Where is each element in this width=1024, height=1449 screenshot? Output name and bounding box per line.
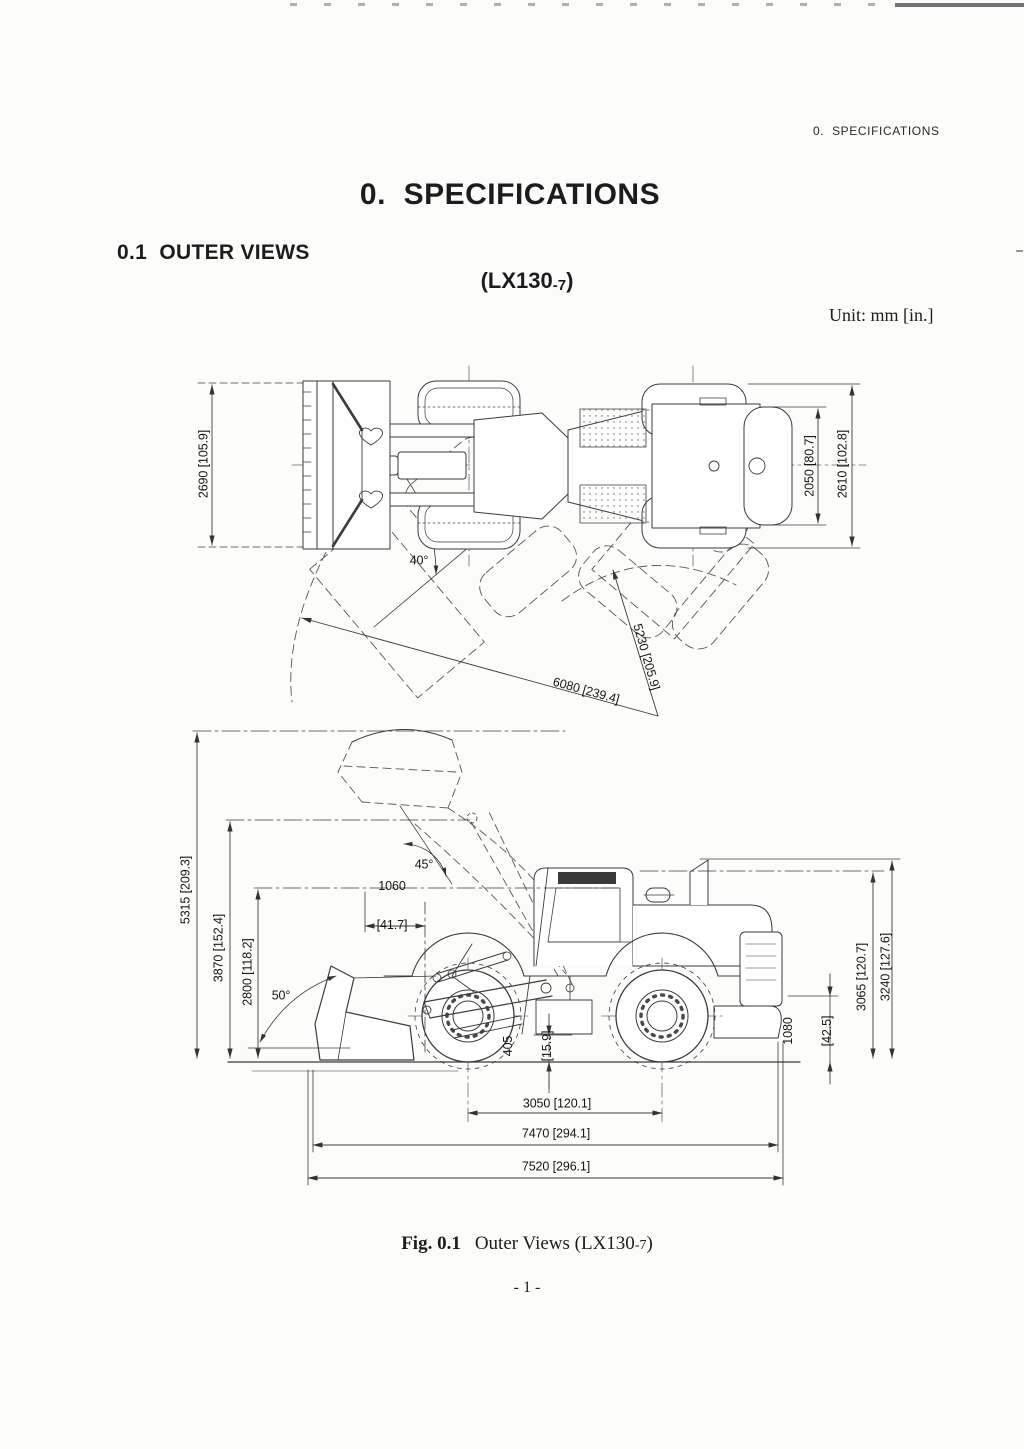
top-view-linework: [197, 365, 867, 717]
dim-dump-reach-mm: 1060: [378, 879, 406, 893]
dim-rollback-angle: 50°: [271, 988, 291, 1003]
running-header: 0. SPECIFICATIONS: [813, 124, 940, 138]
page-title: 0. SPECIFICATIONS: [359, 178, 661, 211]
dim-ground-clearance-mm: 405: [501, 1035, 515, 1057]
dim-max-height: 5315 [209.3]: [178, 855, 193, 925]
figure-caption: Fig. 0.1 Outer Views (LX130-7): [401, 1233, 653, 1255]
dim-wheelbase: 3050 [120.1]: [522, 1096, 592, 1111]
dim-ground-clearance-in: [15.9]: [540, 1030, 554, 1062]
figure-label: Fig. 0.1: [401, 1233, 461, 1254]
dim-bucket-width: 2690 [105.9]: [196, 429, 211, 499]
dim-length-over-bucket: 7470 [294.1]: [521, 1126, 591, 1141]
dim-dump-reach: 1060 [41.7]: [377, 854, 408, 958]
dim-overall-length: 7520 [296.1]: [521, 1159, 591, 1174]
dim-tread-width: 2050 [80.7]: [802, 435, 817, 497]
model-sub: -7: [552, 277, 567, 294]
model-heading: (LX130-7): [481, 268, 574, 294]
model-open: (LX130: [480, 268, 553, 293]
dim-rear-clearance-mm: 1080: [781, 1017, 795, 1045]
dim-hinge-pin-height: 3870 [152.4]: [211, 913, 226, 983]
figure-caption-sub: -7: [634, 1238, 647, 1253]
section-heading: 0.1 OUTER VIEWS: [117, 241, 310, 264]
figure-caption-close: ): [646, 1233, 653, 1254]
model-close: ): [566, 268, 574, 293]
unit-note: Unit: mm [in.]: [829, 305, 934, 325]
dim-ground-clearance: 405 [15.9]: [476, 1031, 580, 1062]
dim-dump-angle: 45°: [414, 857, 434, 872]
page-number: - 1 -: [513, 1279, 541, 1296]
dim-dump-clearance: 2800 [118.2]: [240, 938, 255, 1006]
dim-rear-clearance: 1080 [42.5]: [756, 1016, 860, 1047]
dim-dump-reach-in: [41.7]: [376, 918, 408, 932]
dim-overall-height: 3240 [127.6]: [878, 932, 893, 1002]
dim-overall-width: 2610 [102.8]: [835, 429, 850, 499]
dim-cab-height: 3065 [120.7]: [854, 942, 869, 1012]
dim-rear-clearance-in: [42.5]: [820, 1015, 834, 1047]
figure-caption-text: Outer Views (LX130: [474, 1233, 635, 1254]
side-view-linework: [192, 729, 901, 1186]
dim-articulation-angle: 40°: [409, 553, 429, 568]
